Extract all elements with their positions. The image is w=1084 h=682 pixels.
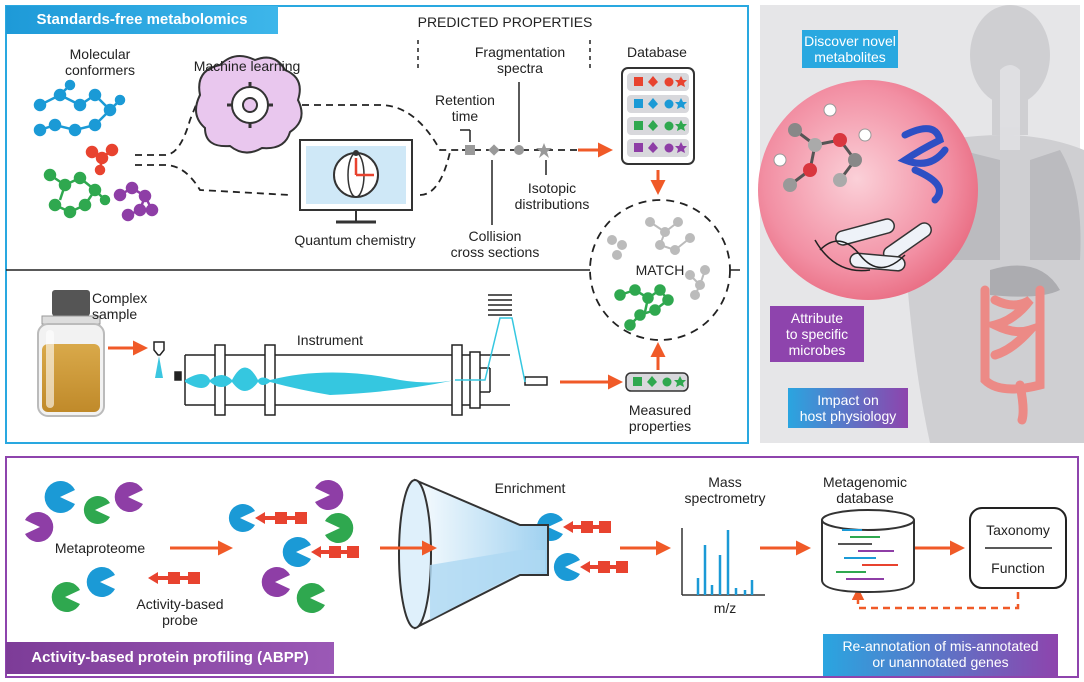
instrument-label: Instrument	[296, 332, 364, 348]
conformer-cluster-purple	[113, 181, 159, 222]
mass-spectrum-peaks	[696, 530, 754, 595]
fragmentation-spectra-label: Fragmentation spectra	[474, 44, 566, 76]
protein-ribbon-icon	[897, 125, 949, 204]
activity-probe-icons	[148, 512, 628, 584]
conformer-cluster-blue	[33, 79, 126, 137]
metaproteome-label: Metaproteome	[54, 540, 146, 556]
predicted-properties-header: PREDICTED PROPERTIES	[417, 14, 593, 30]
database-cylinder-icon	[621, 67, 695, 165]
complex-sample-label: Complex sample	[92, 290, 148, 322]
property-tick-lines	[417, 40, 591, 225]
retention-time-label: Retention time	[435, 92, 495, 124]
reannotation-tag: Re-annotation of mis-annotated or unanno…	[842, 638, 1039, 670]
workflow-dashed-lines	[135, 94, 580, 196]
mz-label: m/z	[713, 600, 737, 616]
top-panel-border	[5, 5, 749, 444]
database-label: Database	[627, 44, 687, 60]
collision-cross-sections-label: Collision cross sections	[450, 228, 540, 260]
match-circle	[589, 199, 731, 341]
quantum-chemistry-label: Quantum chemistry	[294, 232, 416, 248]
bacteria-icon	[814, 218, 932, 272]
brain-gear-icon	[195, 55, 303, 154]
conformer-cluster-red	[85, 143, 119, 176]
computer-monitor-icon	[299, 139, 413, 224]
microbiome-circle	[758, 80, 978, 300]
molecular-conformers-label: Molecular conformers	[64, 46, 136, 78]
bottom-panel-title-bg	[6, 642, 334, 674]
probe-label: Activity-based probe	[136, 596, 224, 628]
enrichment-label: Enrichment	[494, 480, 566, 496]
machine-learning-label: Machine learning	[193, 58, 301, 74]
conformer-cluster-green	[43, 168, 111, 219]
reannotation-tag-bg	[823, 634, 1058, 676]
intestines-icon	[980, 285, 1045, 425]
instrument-icon	[153, 294, 548, 416]
taxonomy-label: Taxonomy	[986, 522, 1050, 538]
match-label: MATCH	[635, 262, 685, 278]
measured-properties-label: Measured properties	[628, 402, 692, 434]
ion-beam	[185, 367, 455, 395]
funnel-icon	[398, 478, 549, 630]
measured-properties-pill	[625, 372, 689, 392]
metabolite-molecule-icon	[773, 103, 872, 192]
reannotation-feedback-arrow	[851, 587, 1020, 610]
isotopic-distributions-label: Isotopic distributions	[514, 180, 590, 212]
protein-pacman-icons	[25, 480, 580, 613]
top-panel-title: Standards-free metabolomics	[36, 11, 248, 28]
top-panel-title-bg	[6, 6, 278, 34]
impact-tag: Impact on host physiology	[799, 392, 897, 424]
bottom-panel-border	[5, 456, 1079, 678]
predicted-properties-markers	[465, 143, 552, 158]
discover-tag-bg	[802, 30, 898, 68]
attribute-tag-bg	[770, 306, 864, 362]
mass-spectrometry-label: Mass spectrometry	[684, 474, 766, 506]
metagenomic-database-label: Metagenomic database	[822, 474, 908, 506]
match-molecules	[607, 217, 710, 331]
discover-tag: Discover novel metabolites	[804, 33, 896, 65]
impact-tag-bg	[788, 388, 908, 428]
attribute-tag: Attribute to specific microbes	[785, 310, 849, 358]
metagenomic-database-icon	[821, 509, 915, 594]
function-label: Function	[991, 560, 1045, 576]
vial-icon	[37, 290, 105, 417]
bottom-panel-title: Activity-based protein profiling (ABPP)	[31, 649, 309, 666]
